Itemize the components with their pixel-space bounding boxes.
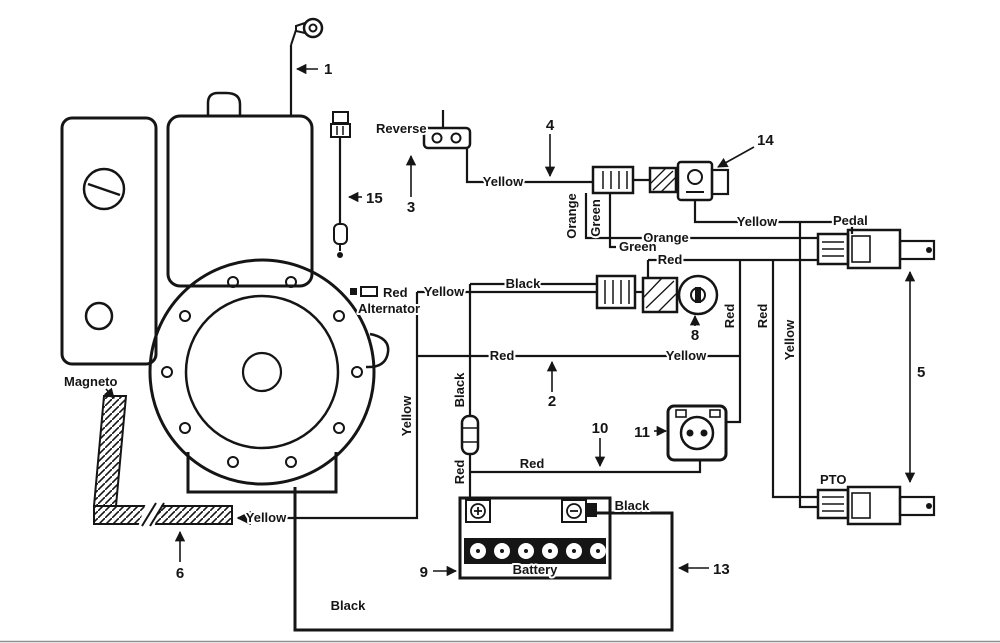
cell-caps — [470, 543, 606, 559]
battery — [458, 496, 612, 580]
wire-label-green-branch: Green — [619, 239, 657, 254]
callout-3: 3 — [407, 199, 415, 216]
negative-post — [586, 503, 597, 517]
battery-label: Battery — [513, 562, 559, 577]
wire-label-yellow-pedal: Yellow — [737, 214, 778, 229]
housing-bolts — [161, 276, 363, 468]
magneto-ground — [92, 387, 233, 527]
wire-label-main-red: Red — [490, 348, 515, 363]
positive-terminal — [465, 499, 491, 523]
flywheel-hub — [241, 351, 283, 393]
orange-wire — [584, 193, 818, 240]
bracket-screw — [82, 167, 126, 211]
mounting-bracket — [60, 116, 158, 366]
wire-label-red-fuse: Red — [452, 460, 467, 485]
interlock-module — [591, 160, 730, 202]
wire-label-yellow-reverse: Yellow — [483, 174, 524, 189]
starter-solenoid — [666, 404, 728, 462]
red-solenoid-wire — [470, 460, 702, 474]
ignition-switch — [595, 274, 719, 316]
wires — [236, 45, 854, 632]
callout-2: 2 — [548, 393, 556, 410]
strip-break-marks — [141, 502, 165, 527]
screw-slot — [87, 182, 121, 197]
pto-label: PTO — [820, 472, 847, 487]
alternator-lead — [350, 286, 378, 297]
yellow-pedal-wire — [693, 200, 854, 234]
wire-label-black-key: Black — [506, 276, 541, 291]
engine-base — [186, 452, 338, 494]
ground-strip-vertical — [92, 395, 128, 507]
yellow-magneto-wire — [236, 292, 419, 526]
engine-cap — [206, 91, 242, 116]
engine — [60, 91, 390, 494]
wire-label-yellow-key: Yellow — [424, 284, 465, 299]
wire-label-orange-pedal: Orange — [643, 230, 689, 245]
fuse-link — [330, 111, 351, 258]
wire-label-yellow-drop-left: Yellow — [399, 395, 414, 436]
wire-label-alternator-red: Red — [383, 285, 408, 300]
callout-10: 10 — [592, 420, 609, 437]
wire-label-black-drop: Black — [452, 372, 467, 407]
magneto-pointer — [103, 387, 115, 399]
wire-label-red-battery-feed: Red — [520, 456, 545, 471]
key-slot — [695, 287, 701, 303]
engine-shroud — [166, 114, 314, 288]
wire-label-red-pedal: Red — [658, 252, 683, 267]
wire-label-ground-black: Black — [331, 598, 366, 613]
callout-15: 15 — [366, 190, 383, 207]
callout-5: 5 — [917, 364, 925, 381]
wire-label-red-drop-right: Red — [755, 304, 770, 329]
housing-tab — [365, 332, 390, 369]
pedal-label: Pedal — [833, 213, 868, 228]
ring-terminal — [290, 17, 324, 46]
reverse-yellow-wire — [465, 148, 593, 184]
pedal-switch — [816, 228, 936, 270]
bracket-hole — [84, 301, 114, 331]
red-drop-left-wire — [726, 260, 742, 424]
reverse-label: Reverse — [376, 121, 427, 136]
callout-4: 4 — [546, 117, 555, 134]
wire-label-battery-black: Black — [615, 498, 650, 513]
pto-switch — [816, 485, 936, 526]
ground-strip-horizontal — [93, 505, 233, 525]
wire-label-yellow-drop-right: Yellow — [782, 319, 797, 360]
alternator-label: Alternator — [358, 301, 420, 316]
blower-screen — [184, 294, 340, 450]
callout-14: 14 — [757, 132, 774, 149]
fuse — [460, 414, 480, 456]
callout-1: 1 — [324, 61, 332, 78]
plus-sign — [474, 507, 482, 515]
magneto-label: Magneto — [64, 374, 118, 389]
wire-label-red-drop-left: Red — [722, 304, 737, 329]
blower-housing — [148, 258, 376, 486]
callout-8: 8 — [691, 327, 699, 344]
callout-14-arrow — [717, 146, 755, 168]
red-drop-right-wire — [771, 260, 818, 499]
green-wire — [608, 193, 616, 249]
reverse-switch — [422, 110, 472, 150]
callout-6: 6 — [176, 565, 184, 582]
wire-label-main-yellow: Yellow — [666, 348, 707, 363]
black-ground-cable — [293, 487, 674, 632]
yellow-drop-right-wire — [798, 222, 818, 509]
wire-label-orange-vertical: Orange — [564, 193, 579, 239]
cell-band — [464, 538, 606, 564]
wire-label-magneto-yellow: Yellow — [246, 510, 287, 525]
callout-9: 9 — [420, 564, 428, 581]
callout-arrows — [174, 63, 916, 577]
red-pedal-wire — [646, 258, 818, 278]
callout-11: 11 — [634, 424, 650, 441]
wire-label-green-vertical: Green — [588, 199, 603, 237]
callout-13: 13 — [713, 561, 730, 578]
